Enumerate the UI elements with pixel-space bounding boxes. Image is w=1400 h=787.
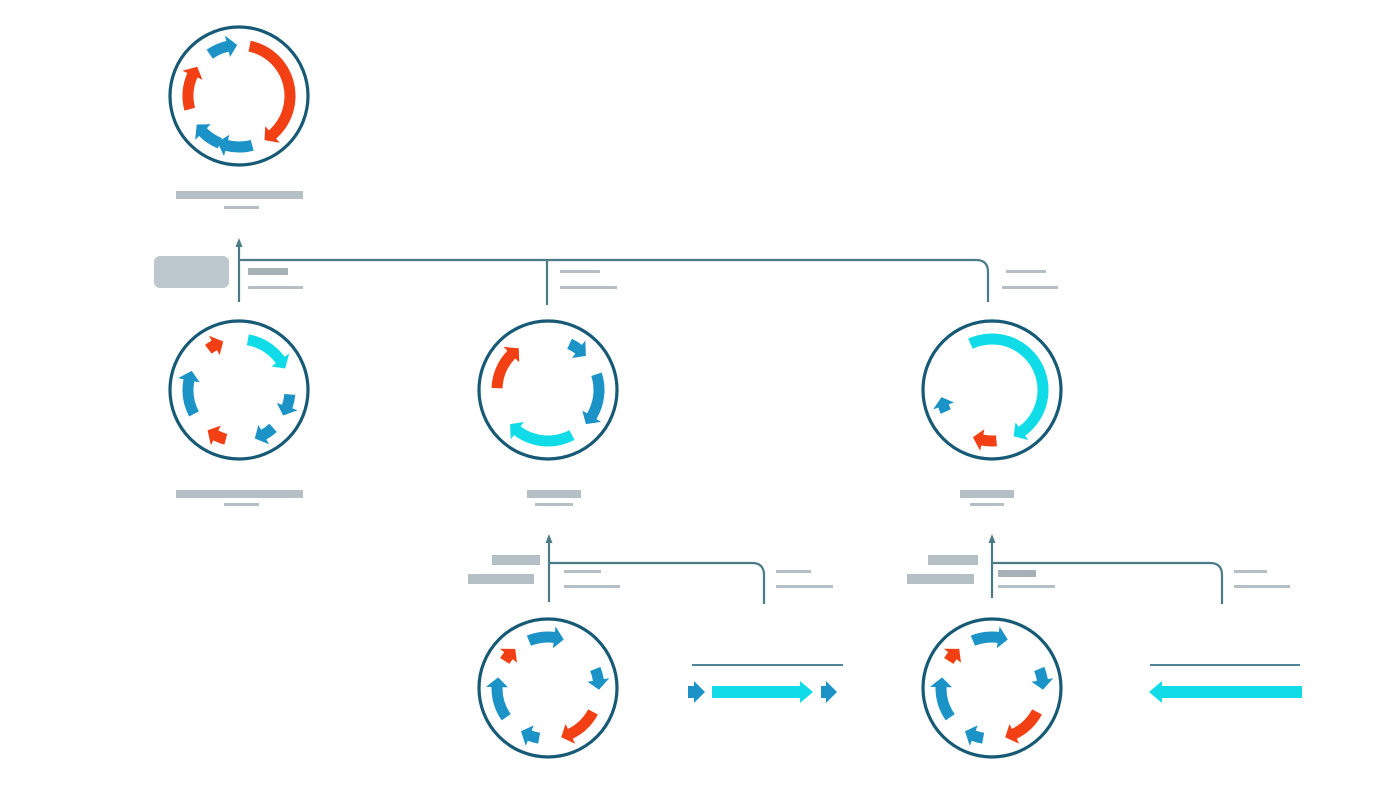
label-placeholder bbox=[248, 268, 288, 275]
plasmid-feature-blue bbox=[520, 725, 541, 746]
plasmid-feature-cyan bbox=[246, 334, 290, 369]
caption-placeholder bbox=[176, 490, 303, 498]
plasmid-feature-red bbox=[491, 346, 520, 389]
plasmid-feature-blue bbox=[587, 666, 610, 690]
caption-placeholder bbox=[224, 503, 259, 506]
label-placeholder bbox=[998, 585, 1055, 588]
plasmid-feature-red bbox=[205, 335, 224, 356]
plasmid-feature-red bbox=[182, 66, 203, 111]
plasmid-feature-blue bbox=[930, 677, 955, 721]
plasmid-feature-red bbox=[499, 648, 517, 664]
plasmid-feature-blue bbox=[526, 626, 564, 649]
linear-fragment-icon bbox=[1149, 664, 1302, 703]
caption-placeholder bbox=[960, 490, 1014, 498]
plasmid-feature-blue bbox=[178, 370, 200, 417]
placeholder-text-bars bbox=[154, 191, 1290, 588]
plasmid-feature-blue bbox=[217, 134, 254, 157]
plasmid-feature-cyan bbox=[968, 333, 1049, 441]
plasmid-feature-red bbox=[561, 709, 598, 744]
label-placeholder bbox=[776, 585, 833, 588]
label-placeholder bbox=[248, 286, 303, 289]
label-placeholder bbox=[1234, 570, 1267, 573]
plasmid-feature-blue bbox=[486, 677, 511, 721]
plasmid-feature-blue bbox=[582, 372, 605, 425]
plasmid-feature-blue bbox=[206, 35, 238, 59]
plasmid-feature-blue bbox=[276, 393, 298, 416]
plasmid-feature-red bbox=[207, 425, 228, 446]
connector-lines bbox=[235, 238, 1224, 604]
connector-line bbox=[239, 258, 990, 302]
plasmid-feature-blue bbox=[964, 725, 985, 746]
fragment-feature-blue bbox=[688, 681, 705, 703]
plasmid-feature-blue bbox=[1031, 666, 1054, 690]
plasmid-feature-red bbox=[943, 648, 961, 664]
caption-placeholder bbox=[970, 503, 1004, 506]
label-placeholder bbox=[1234, 585, 1290, 588]
label-placeholder bbox=[564, 585, 620, 588]
arrow-up-icon bbox=[235, 238, 243, 247]
circular-plasmid-icon bbox=[168, 319, 310, 461]
plasmid-feature-red bbox=[248, 40, 296, 143]
plasmid-feature-blue bbox=[254, 423, 277, 445]
plasmid-feature-blue bbox=[970, 626, 1008, 649]
label-placeholder bbox=[560, 286, 617, 289]
fragment-feature-cyan bbox=[712, 681, 813, 703]
plasmid-feature-blue bbox=[933, 397, 954, 414]
connector-line bbox=[992, 561, 1224, 604]
plasmid-feature-cyan bbox=[510, 421, 575, 447]
label-placeholder bbox=[998, 570, 1036, 577]
label-placeholder bbox=[907, 574, 974, 584]
arrow-up-icon bbox=[545, 534, 553, 543]
label-placeholder bbox=[564, 570, 601, 573]
plasmid-feature-blue bbox=[567, 338, 586, 359]
caption-placeholder bbox=[176, 191, 303, 199]
label-placeholder bbox=[1006, 270, 1046, 273]
fragment-feature-blue bbox=[821, 681, 837, 703]
linear-fragment-icon bbox=[688, 664, 843, 703]
circular-plasmid-icon bbox=[921, 319, 1063, 461]
label-placeholder bbox=[776, 570, 811, 573]
fragment-feature-cyan bbox=[1149, 681, 1302, 703]
plasmid-feature-red bbox=[972, 429, 997, 451]
label-placeholder bbox=[560, 270, 600, 273]
caption-placeholder bbox=[535, 503, 573, 506]
circular-plasmid-icon bbox=[477, 617, 619, 759]
label-placeholder bbox=[1002, 286, 1058, 289]
label-placeholder bbox=[468, 574, 534, 584]
label-placeholder bbox=[492, 555, 540, 565]
connector-line bbox=[549, 561, 766, 604]
circular-plasmid-icon bbox=[168, 25, 310, 167]
arrow-up-icon bbox=[988, 534, 996, 543]
circular-plasmid-icon bbox=[921, 617, 1063, 759]
caption-placeholder bbox=[527, 490, 581, 498]
plasmid-feature-red bbox=[1005, 709, 1042, 744]
label-placeholder bbox=[928, 555, 978, 565]
plasmid-feature-blue bbox=[195, 124, 222, 149]
label-placeholder-box bbox=[154, 256, 229, 288]
caption-placeholder bbox=[224, 206, 259, 209]
circular-plasmid-icon bbox=[477, 319, 619, 461]
